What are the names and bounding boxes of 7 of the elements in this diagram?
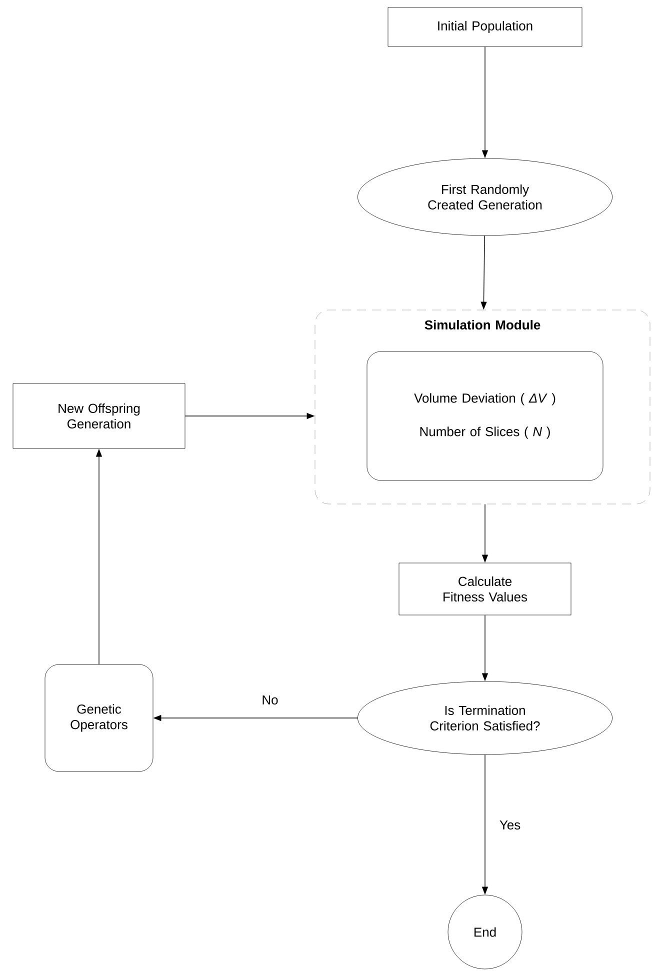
process-box: Volume Deviation ( ΔV ) Number of Slices ( N ): [366, 351, 604, 481]
process-box: Calculate Fitness Values: [398, 562, 572, 616]
process-box: New Offspring Generation: [12, 383, 186, 449]
edge-label: No: [260, 694, 280, 706]
process-box: Initial Population: [388, 7, 582, 47]
edge-label: Yes: [498, 819, 522, 831]
process-box: Genetic Operators: [44, 664, 154, 772]
